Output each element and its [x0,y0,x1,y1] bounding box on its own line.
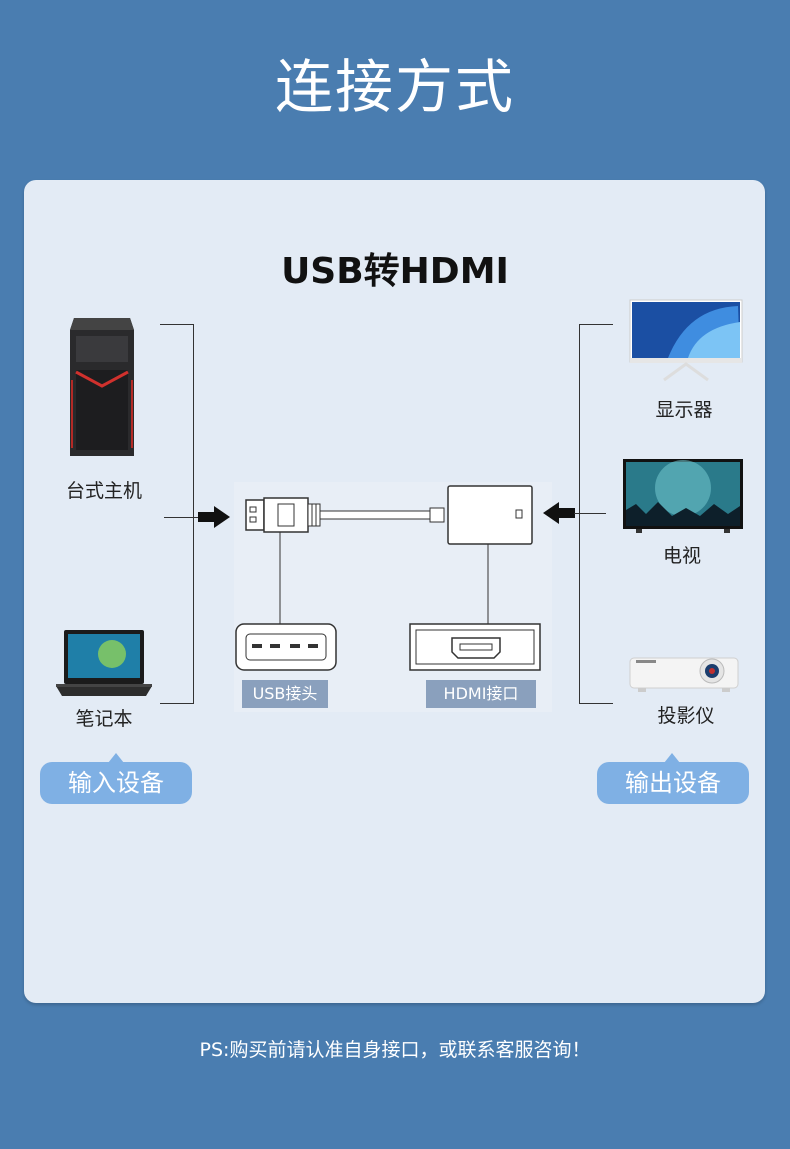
input-devices-pill: 输入设备 [40,762,192,804]
output-bracket-bottom [579,703,613,704]
right-arrow-icon [198,506,230,528]
left-arrow-icon [543,502,575,524]
hdmi-port-shape [409,623,541,671]
input-bracket-bottom [160,703,194,704]
laptop-icon [56,630,152,696]
page-title: 连接方式 [274,53,515,121]
hdmi-port-tag: HDMI接口 [426,680,536,708]
output-bracket-vertical [579,324,580,704]
usb-plug-shape [245,499,265,531]
input-device-label-laptop: 笔记本 [75,708,133,730]
tv-icon [623,459,743,533]
usb-to-hdmi-adapter-diagram [234,482,552,712]
input-pill-pointer [108,753,124,763]
input-bracket-top [160,324,194,325]
footer-note: PS:购买前请认准自身接口，或联系客服咨询！ [199,1039,591,1061]
output-bracket-top [579,324,613,325]
input-device-label-desktop: 台式主机 [65,480,142,502]
output-devices-pill: 输出设备 [597,762,749,804]
output-pill-pointer [664,753,680,763]
monitor-icon [629,299,743,382]
projector-icon [629,657,739,692]
input-connector-line [164,517,200,518]
input-bracket-vertical [193,324,194,704]
output-device-label-monitor: 显示器 [655,399,713,421]
output-connector-line [574,513,606,514]
output-device-label-projector: 投影仪 [657,705,715,727]
hdmi-box-shape [447,485,533,545]
desktop-tower-icon [70,318,134,456]
card-heading: USB转HDMI [281,251,509,292]
usb-connector-tag: USB接头 [242,680,328,708]
output-device-label-tv: 电视 [662,545,701,567]
